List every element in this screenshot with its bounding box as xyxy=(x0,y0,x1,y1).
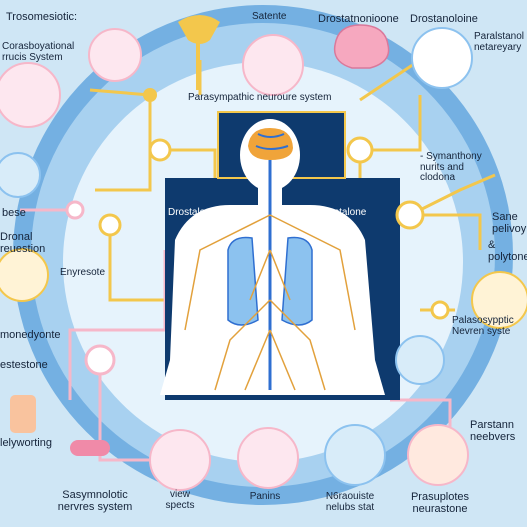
nerve xyxy=(184,214,271,331)
label-bottom-right: Parstann neebvers xyxy=(470,419,516,443)
connector-line xyxy=(89,88,151,97)
organ-illustration xyxy=(324,424,386,486)
node xyxy=(143,88,157,102)
label-left-4: monedyonte xyxy=(0,329,61,341)
brain-illustration xyxy=(333,24,390,69)
label-bottom-3: Panins xyxy=(249,491,281,502)
label-left-body: Drostalone xyxy=(168,207,217,218)
label-top-center-right: Drostatnonioone xyxy=(318,13,399,25)
right-lung xyxy=(281,236,313,326)
label-bottom-2: view spects xyxy=(165,489,195,511)
node xyxy=(346,136,374,164)
label-bottom-5: Prasuplotes neurastone xyxy=(410,491,470,515)
capsule-illustration xyxy=(411,27,473,89)
label-far-top-right: Paralstanol netareyary xyxy=(474,31,525,53)
gland-illustration xyxy=(178,15,220,44)
label-top-left-system: Corasboyational rrucis System xyxy=(2,41,75,63)
head-profile-illustration xyxy=(395,335,445,385)
connector-line xyxy=(108,225,165,302)
illustrations xyxy=(0,15,527,491)
node xyxy=(84,344,116,376)
label-left-5: estestone xyxy=(0,359,48,371)
receptor-illustration xyxy=(0,152,41,198)
label-right-edge-1: Sane pelivoy xyxy=(492,211,527,235)
nerve xyxy=(249,249,271,301)
label-right-edge-2: & polytone xyxy=(488,239,527,263)
left-lung xyxy=(227,236,259,326)
brain xyxy=(248,128,293,160)
node xyxy=(65,200,85,220)
connector-line xyxy=(359,58,421,102)
nerve xyxy=(269,249,291,301)
node xyxy=(98,213,122,237)
connector-line xyxy=(355,95,422,152)
connector-line xyxy=(410,213,482,250)
capsule xyxy=(70,440,110,456)
connector-line xyxy=(95,95,152,192)
node xyxy=(148,138,172,162)
nerve xyxy=(269,214,356,331)
label-right-lower: Palasosypptic Nevren syste xyxy=(452,315,514,337)
cup xyxy=(10,395,36,433)
connector-line xyxy=(409,173,496,217)
capsule-pair-illustration xyxy=(237,427,299,489)
nerve xyxy=(244,329,271,391)
node xyxy=(430,300,450,320)
label-left-2: Dronal reuestion xyxy=(0,231,46,255)
tablet-illustration xyxy=(149,429,211,491)
label-bottom-1: Sasymnolotic nervres system xyxy=(57,489,133,513)
label-top-left-title: Trosomesiotic: xyxy=(6,11,78,23)
label-top-right: Drostanoloine xyxy=(410,13,478,25)
nodes xyxy=(65,88,450,376)
brain-folds xyxy=(255,133,289,150)
label-right-mid: - Symanthony nurits and clodona xyxy=(420,151,482,183)
label-left-6: lelyworting xyxy=(0,437,52,449)
nerve xyxy=(269,329,296,391)
human-figure xyxy=(160,119,385,395)
neuron-illustration xyxy=(471,271,527,329)
label-top-center: Satente xyxy=(252,11,287,22)
nerve xyxy=(269,299,326,391)
label-left-1: bese xyxy=(2,207,26,219)
label-left-3: Enyresote xyxy=(60,267,106,278)
nerve xyxy=(214,299,271,391)
cell-illustration xyxy=(242,34,304,96)
pill-illustration xyxy=(88,28,142,82)
torso xyxy=(160,205,385,395)
node xyxy=(395,200,425,230)
molecule-illustration xyxy=(0,62,61,128)
label-center-banner: Parasympathic neuroure system xyxy=(188,92,332,103)
neuron-illustration xyxy=(0,248,49,302)
nerve-network xyxy=(184,214,356,391)
label-bottom-4: N6raouiste nelubs stat xyxy=(325,491,375,513)
label-right-body: Drostalone xyxy=(318,207,367,218)
pill-strip-illustration xyxy=(407,424,469,486)
